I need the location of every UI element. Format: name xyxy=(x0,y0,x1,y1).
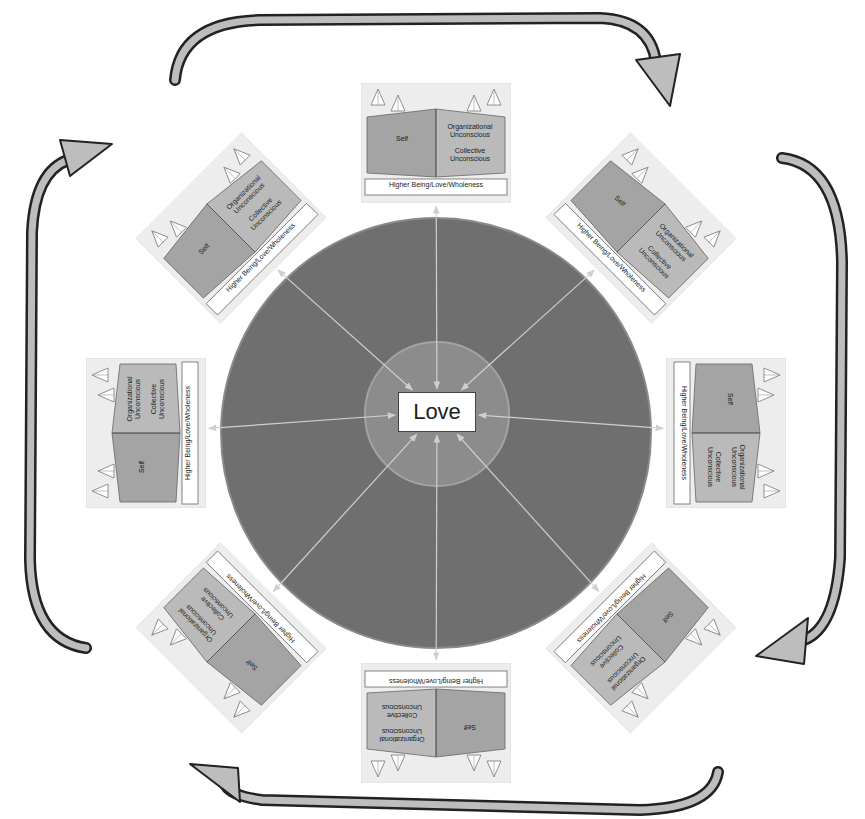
face-label: Self xyxy=(138,438,146,496)
band-label: Higher Being/Love/Wholeness xyxy=(680,364,688,502)
double-arrow xyxy=(273,434,416,591)
double-arrow xyxy=(436,206,438,389)
pyramid-figure: Higher Being/Love/WholenessSelfOrganizat… xyxy=(135,132,326,323)
pyramid-shape xyxy=(546,132,737,323)
pyramid-figure: Higher Being/Love/Wholeness Self Organizat… xyxy=(361,83,511,203)
pyramid-figure: Higher Being/Love/WholenessSelf Organizat… xyxy=(86,358,206,508)
face-label: Organizational Unconscious xyxy=(730,438,746,496)
pyramid-figure: Higher Being/Love/Wholeness SelfOrganizat… xyxy=(666,358,786,508)
pyramid-shape xyxy=(546,543,737,734)
double-arrow xyxy=(278,270,412,390)
face-label: Organizational Unconscious xyxy=(441,123,499,139)
pyramid-figure: Higher Being/Love/WholenessSelfOrganizat… xyxy=(361,663,511,783)
center-box: Love xyxy=(398,392,476,432)
face-label: Self xyxy=(726,370,734,428)
pyramid-figure: Higher Being/Love/WholenessSelfOrganizat… xyxy=(546,132,737,323)
pyramid-figure: Higher Being/Love/WholenessSelfOrganizat… xyxy=(135,543,326,734)
face-label: Collective Unconscious xyxy=(706,438,722,496)
cycle-arrows xyxy=(30,18,842,810)
face-label: Self xyxy=(441,723,499,731)
band-label: Higher Being/Love/Wholeness xyxy=(184,364,192,502)
face-label: Collective Unconscious xyxy=(373,703,431,719)
band-label: Higher Being/Love/Wholeness xyxy=(367,181,505,189)
face-label: Collective Unconscious xyxy=(441,147,499,163)
double-arrow xyxy=(436,435,438,660)
center-label: Love xyxy=(413,399,461,425)
pyramid-figure: Higher Being/Love/WholenessSelfOrganizat… xyxy=(546,543,737,734)
face-label: Collective Unconscious xyxy=(150,370,166,428)
face-label: Self xyxy=(373,135,431,143)
double-arrow xyxy=(209,415,395,428)
pyramid-shape xyxy=(135,543,326,734)
double-arrow xyxy=(461,270,594,390)
face-label: Organizational Unconscious xyxy=(373,727,431,743)
band-label: Higher Being/Love/Wholeness xyxy=(367,677,505,685)
pyramid-shape xyxy=(135,132,326,323)
face-label: Organizational Unconscious xyxy=(126,370,142,428)
double-arrow xyxy=(479,415,663,428)
double-arrow xyxy=(457,434,599,591)
